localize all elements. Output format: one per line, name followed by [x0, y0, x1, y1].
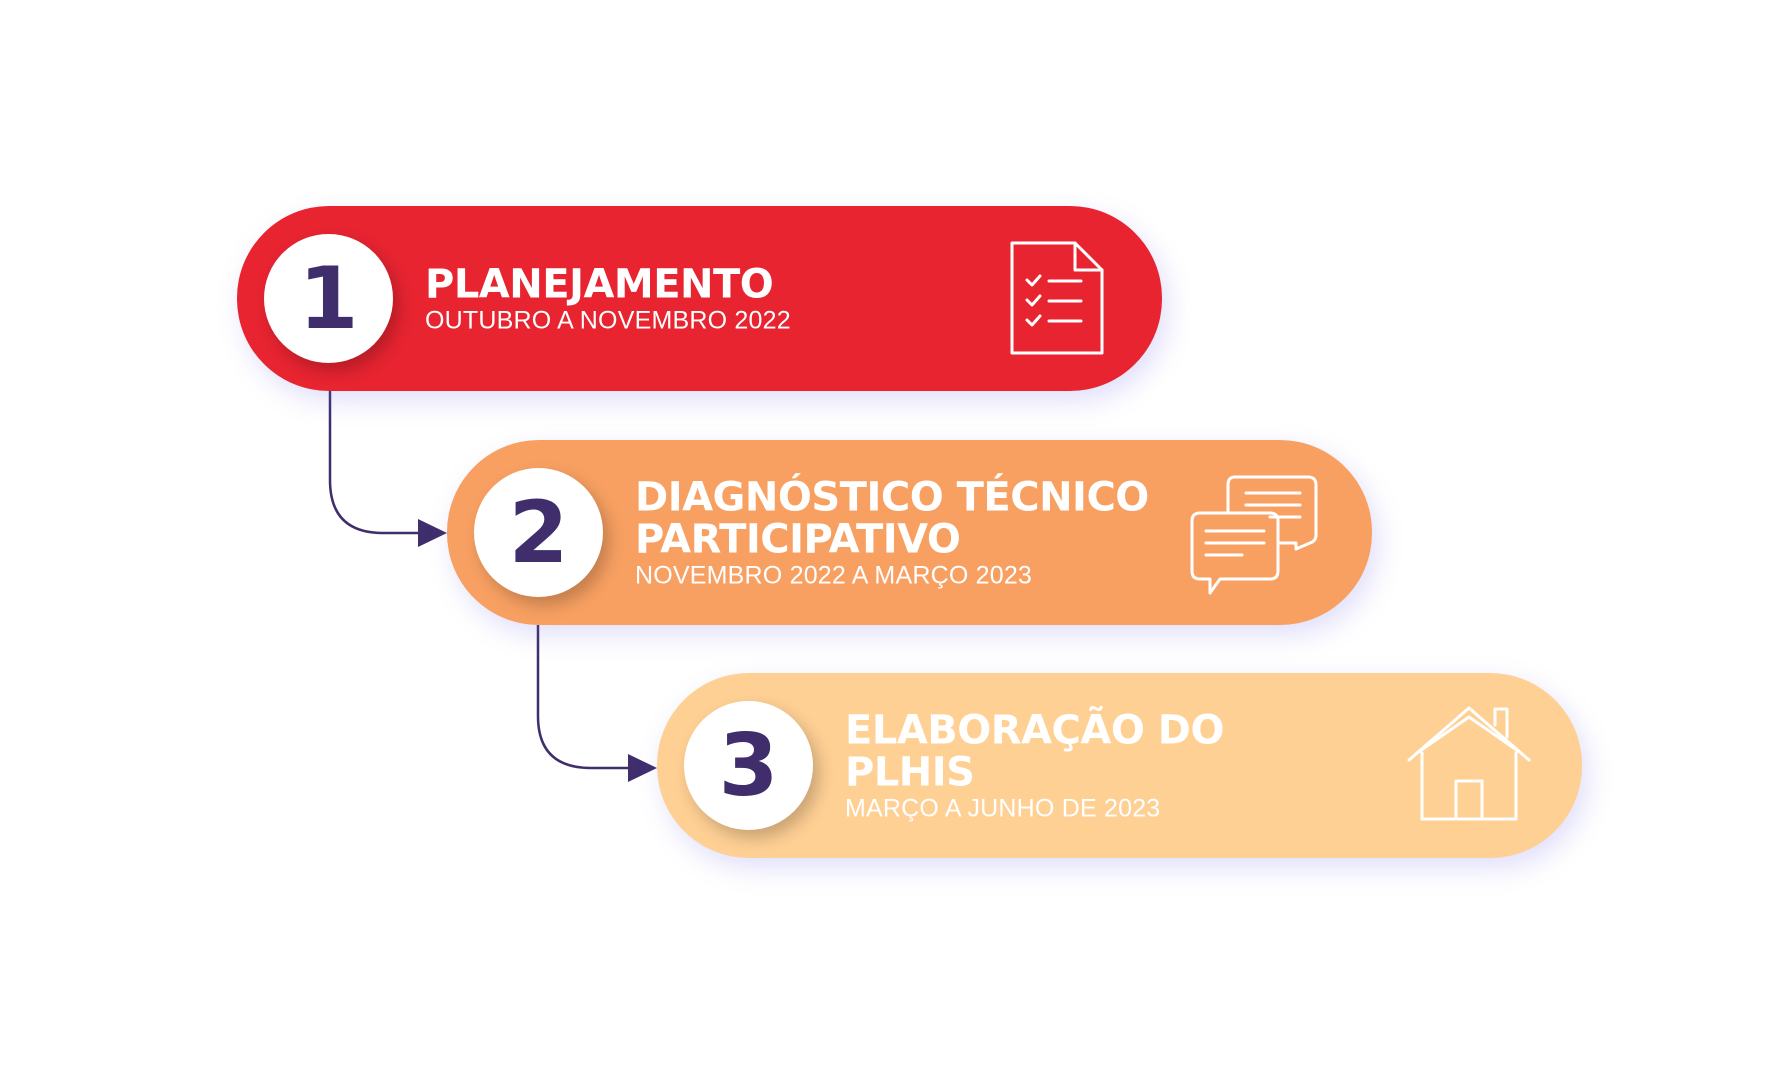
step-2-number: 2: [508, 482, 569, 583]
step-1-number: 1: [298, 248, 359, 349]
connector-1-to-2-arrowhead: [418, 519, 447, 547]
step-3-number-circle: 3: [684, 701, 813, 830]
connector-2-to-3-arrowhead: [628, 754, 657, 782]
chat-bubbles-icon: [1190, 475, 1318, 595]
step-1-title: PLANEJAMENTO: [425, 261, 774, 307]
step-1-card: 1 PLANEJAMENTO OUTUBRO A NOVEMBRO 2022: [237, 206, 1162, 391]
step-3-card: 3 ELABORAÇÃO DO PLHIS MARÇO A JUNHO DE 2…: [657, 673, 1582, 858]
step-3-number: 3: [718, 715, 779, 816]
connector-1-to-2: [328, 391, 418, 535]
step-1-number-circle: 1: [264, 234, 393, 363]
step-2-text: DIAGNÓSTICO TÉCNICO PARTICIPATIVO NOVEMB…: [635, 476, 1149, 589]
connector-2-to-3: [536, 625, 628, 770]
step-3-title: ELABORAÇÃO DO PLHIS: [845, 707, 1224, 795]
step-1-text: PLANEJAMENTO OUTUBRO A NOVEMBRO 2022: [425, 263, 791, 334]
step-3-period: MARÇO A JUNHO DE 2023: [845, 794, 1161, 822]
step-3-text: ELABORAÇÃO DO PLHIS MARÇO A JUNHO DE 202…: [845, 709, 1224, 822]
step-2-period: NOVEMBRO 2022 A MARÇO 2023: [635, 561, 1033, 589]
step-1-period: OUTUBRO A NOVEMBRO 2022: [425, 306, 791, 334]
house-icon: [1407, 706, 1531, 821]
step-2-number-circle: 2: [474, 468, 603, 597]
step-2-title: DIAGNÓSTICO TÉCNICO PARTICIPATIVO: [635, 474, 1149, 562]
step-2-card: 2 DIAGNÓSTICO TÉCNICO PARTICIPATIVO NOVE…: [447, 440, 1372, 625]
checklist-document-icon: [1010, 241, 1104, 355]
